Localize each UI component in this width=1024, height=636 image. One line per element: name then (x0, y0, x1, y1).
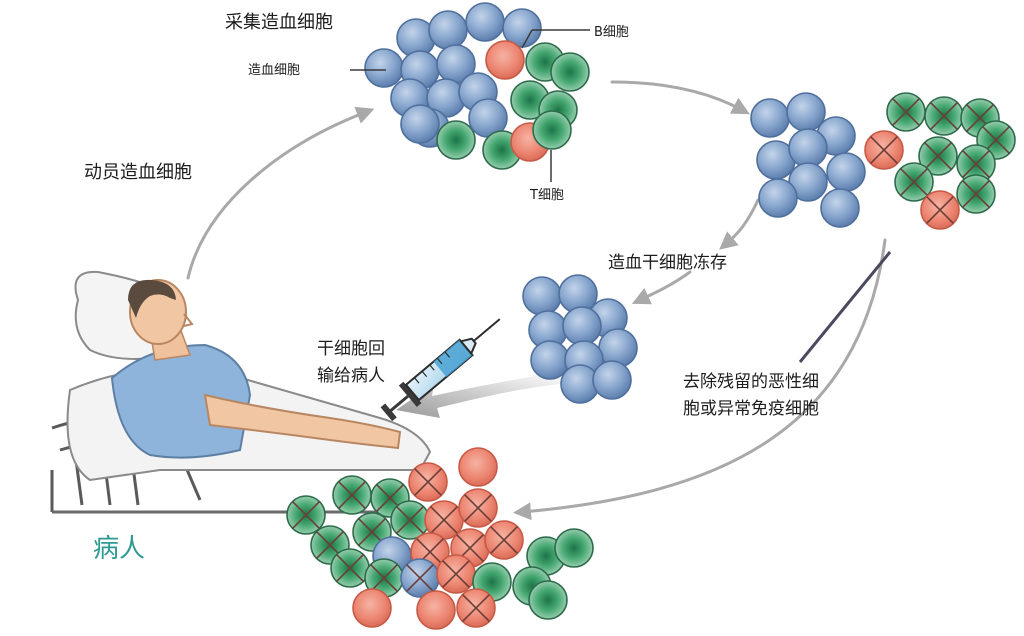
blue-cell (364, 48, 404, 88)
arrow-mobilize (186, 106, 375, 280)
cross-mark (316, 531, 344, 559)
label-reinfuse: 干细胞回 输给病人 (317, 336, 385, 390)
cross-mark (930, 102, 958, 130)
cross-mark (292, 501, 320, 529)
salmon-cell (920, 190, 960, 230)
cross-mark (490, 526, 518, 554)
green-cell (918, 136, 958, 176)
cross-mark (926, 196, 954, 224)
cross-mark (406, 564, 434, 592)
salmon-cell (458, 488, 498, 528)
blue-cell (530, 340, 570, 380)
green-cell (436, 120, 476, 160)
cell-clusters (286, 2, 1016, 630)
green-cell (532, 110, 572, 150)
cross-mark (442, 560, 470, 588)
blue-cell (522, 276, 562, 316)
label-patient: 病人 (93, 534, 146, 564)
blue-cell (750, 98, 790, 138)
syringe-icon (380, 318, 501, 422)
blue-cell (400, 104, 440, 144)
cross-mark (338, 481, 366, 509)
cross-mark (966, 104, 994, 132)
green-cell (550, 52, 590, 92)
cross-mark (962, 180, 990, 208)
label-b-cell: B细胞 (594, 25, 629, 40)
label-hematopoietic-cells: 造血细胞 (248, 63, 301, 78)
green-cell (330, 548, 370, 588)
label-collect-cells: 采集造血细胞 (225, 12, 333, 33)
green-cell (956, 174, 996, 214)
label-reinfuse-line1: 干细胞回 (317, 339, 385, 359)
label-remove-line1: 去除残留的恶性细 (683, 372, 819, 392)
infusion-arrow (396, 372, 560, 418)
cross-mark (462, 594, 490, 622)
green-cell (894, 162, 934, 202)
cross-mark (892, 98, 920, 126)
cross-mark (464, 494, 492, 522)
blue-cell (428, 10, 468, 50)
cross-mark (370, 564, 398, 592)
cross-mark (376, 484, 404, 512)
salmon-cell (408, 462, 448, 502)
cross-mark (414, 468, 442, 496)
salmon-cell (485, 40, 525, 80)
label-remove-line2: 胞或异常免疫细胞 (683, 399, 819, 419)
blue-cell (786, 92, 826, 132)
cross-mark (396, 506, 424, 534)
label-leader-lines (350, 29, 590, 182)
blue-cell (758, 178, 798, 218)
cross-mark (962, 150, 990, 178)
blue-cell (592, 360, 632, 400)
salmon-cell (436, 554, 476, 594)
cross-mark (900, 168, 928, 196)
label-t-cell: T细胞 (530, 188, 564, 203)
green-cell (390, 500, 430, 540)
cross-mark (924, 142, 952, 170)
label-mobilize: 动员造血细胞 (84, 162, 192, 183)
salmon-cell (864, 130, 904, 170)
patient-illustration (50, 270, 432, 514)
green-cell (956, 144, 996, 184)
cross-mark (336, 554, 364, 582)
label-reinfuse-line2: 输给病人 (317, 366, 385, 386)
green-cell (924, 96, 964, 136)
label-freeze: 造血干细胞冻存 (608, 253, 727, 273)
green-cell (286, 495, 326, 535)
label-remove-cells: 去除残留的恶性细 胞或异常免疫细胞 (683, 369, 819, 423)
cross-mark (358, 518, 386, 546)
arrow-to-patient-cells (513, 238, 887, 521)
salmon-cell (458, 447, 498, 487)
arrow-to-processing (610, 80, 750, 115)
cycle-arrows (186, 80, 887, 521)
blue-cell (788, 128, 828, 168)
arrow-to-frozen-cells (631, 270, 692, 305)
blue-cell (562, 306, 602, 346)
green-cell (528, 580, 568, 620)
blue-cell (820, 188, 860, 228)
removal-line (798, 251, 892, 363)
cross-mark (430, 506, 458, 534)
blue-cell (465, 2, 505, 42)
cross-mark (870, 136, 898, 164)
green-cell (886, 92, 926, 132)
salmon-cell (416, 590, 456, 630)
green-cell (554, 528, 594, 568)
salmon-cell (484, 520, 524, 560)
salmon-cell (352, 588, 392, 628)
blue-cell (826, 152, 866, 192)
green-cell (332, 475, 372, 515)
salmon-cell (456, 588, 496, 628)
arrow-to-freeze (719, 198, 760, 250)
